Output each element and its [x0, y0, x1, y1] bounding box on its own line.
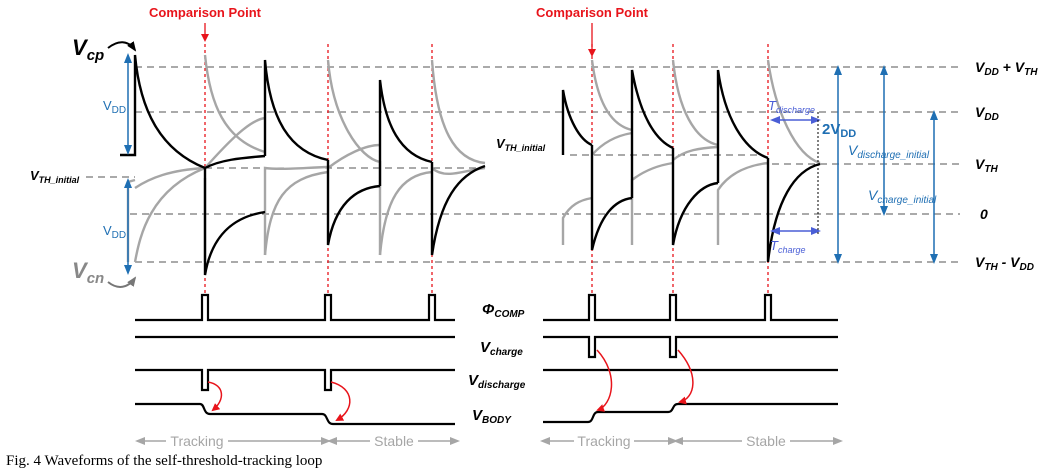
level-labels: VDD + VTH VDD VTH 0 VTH - VDD	[975, 59, 1038, 273]
right-gray-waveform	[561, 59, 821, 245]
right-black-waveform	[561, 69, 821, 263]
phi-comp-left	[135, 293, 455, 322]
right-stable-label: Stable	[746, 433, 786, 449]
vcp-label: Vcp	[72, 35, 104, 64]
right-tracking-label: Tracking	[577, 433, 630, 449]
figure-caption: Fig. 4 Waveforms of the self-threshold-t…	[6, 453, 323, 469]
v-body-label: VBODY	[472, 407, 512, 426]
vdd-lower-label: VDD	[103, 223, 126, 241]
v-discharge-label: Vdischarge	[468, 372, 526, 391]
level-zero: 0	[980, 206, 988, 222]
vth-initial-right-label: VTH_initial	[496, 136, 546, 153]
signal-labels: ΦCOMP Vcharge Vdischarge VBODY	[468, 301, 526, 426]
v-discharge-initial-label: Vdischarge_initial	[848, 142, 930, 161]
v-charge-label: Vcharge	[480, 339, 523, 358]
feedback-arrows	[207, 349, 694, 421]
level-vdd: VDD	[975, 104, 999, 123]
vcp-arrow	[107, 41, 137, 52]
level-vdd-plus-vth: VDD + VTH	[975, 59, 1038, 78]
comparison-label-left: Comparison Point	[149, 5, 262, 20]
t-charge-label: Tcharge	[770, 238, 805, 255]
left-stable-label: Stable	[374, 433, 414, 449]
comparison-label-right: Comparison Point	[536, 5, 649, 20]
vdd-upper-label: VDD	[103, 98, 126, 116]
left-tracking-label: Tracking	[170, 433, 223, 449]
two-vdd-label: 2VDD	[822, 121, 856, 140]
vth-initial-left-label: VTH_initial	[30, 168, 80, 185]
level-vth-minus-vdd: VTH - VDD	[975, 254, 1034, 273]
left-black-waveform	[120, 54, 486, 276]
v-charge-signals	[135, 335, 838, 359]
right-dimension-arrows	[834, 65, 938, 264]
level-vth: VTH	[975, 156, 998, 175]
vcn-label: Vcn	[72, 258, 104, 287]
v-charge-initial-label: Vcharge_initial	[868, 187, 937, 206]
phi-comp-right	[543, 293, 838, 322]
phi-comp-label: ΦCOMP	[482, 301, 525, 320]
reference-lines	[86, 66, 960, 263]
timing-brackets	[770, 116, 821, 235]
vcn-arrow	[107, 276, 137, 288]
v-body-signals	[135, 402, 838, 426]
t-discharge-label: Tdischarge	[768, 98, 815, 115]
